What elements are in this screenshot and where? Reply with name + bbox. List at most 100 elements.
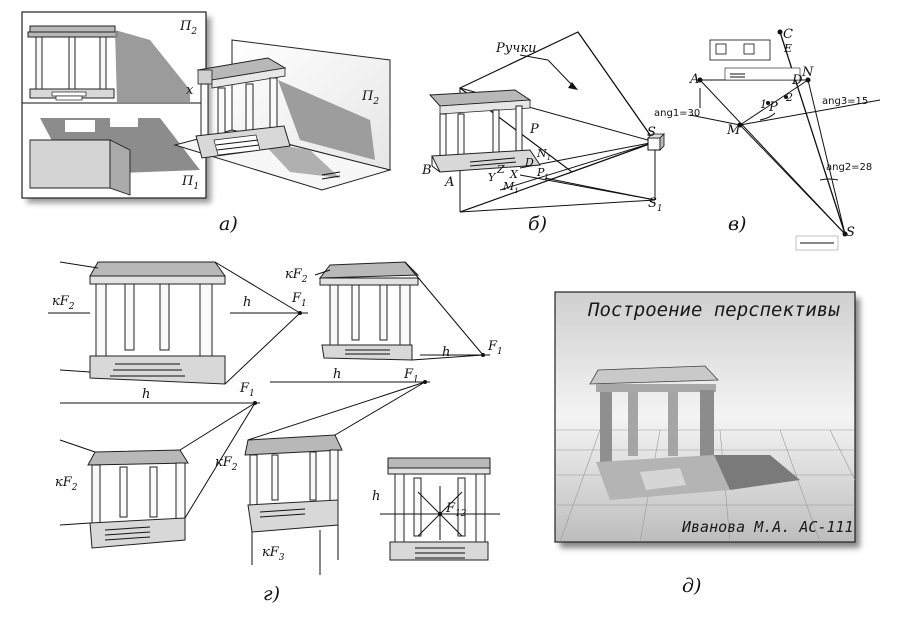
g-f12-label: F [445,501,456,516]
svg-text:кF2: кF2 [52,294,75,312]
g-kf2-a-label: кF [52,294,70,309]
g-h-d-label: h [333,367,341,382]
g-kf2-c-label: кF [55,475,73,490]
g-f1-a-sub: 1 [301,299,307,309]
panel-b-a-label: A [444,175,454,190]
panel-b: Ручки P S S1 B A D N1 P1 M1 Z Y X б) [421,31,665,235]
caption-b: б) [528,213,547,235]
panel-a-x-label: x [186,83,194,98]
panel-b-p1-sub: 1 [544,173,548,181]
panel-d-title: Построение перспективы [587,299,840,321]
panel-a-p2-left-label: П [179,19,192,34]
caption-d: д) [682,575,701,597]
panel-b-s-label: S [647,125,656,140]
g-h-e-label: h [372,489,380,504]
svg-text:F1: F1 [403,367,419,385]
panel-b-m1-label: M [502,180,515,193]
panel-d-portico [589,365,800,500]
panel-g: кF2 h F1 кF2 h F1 h F1 h F1 кF2 кF2 кF3 … [48,261,503,605]
g-kf2-b-sub: 2 [301,275,308,285]
svg-text:N1: N1 [536,147,551,162]
panel-v-c-label: C [783,27,793,42]
g-h-c-label: h [142,387,150,402]
panel-b-s1-label: S [648,196,657,211]
panel-v-a-label: A [689,72,699,87]
caption-v: в) [728,213,746,235]
g-h-a-label: h [243,295,251,310]
g-portico-5 [380,457,500,561]
panel-v-d-label: D [791,73,803,88]
panel-b-handles-label: Ручки [495,41,537,56]
panel-b-z-label: Z [496,163,505,176]
panel-v-ang2-label: ang2=28 [826,162,872,173]
panel-b-p-label: P [529,122,539,137]
svg-text:П2: П2 [179,19,197,37]
g-kf2-c-sub: 2 [71,483,78,493]
svg-text:F1: F1 [487,339,503,357]
g-portico-2 [314,261,490,361]
caption-g: г) [263,583,280,605]
panel-v-m-label: M [726,123,741,138]
panel-v-n-label: N [801,65,814,80]
g-f1-c-sub: 1 [249,389,255,399]
g-portico-1 [48,261,308,385]
g-kf2-d-label: кF [215,455,233,470]
panel-a-3d-planes: П2 [173,39,392,191]
g-kf3-label: кF [262,545,280,560]
panel-a-p2-left-sub: 2 [190,27,197,37]
svg-text:F1: F1 [291,291,307,309]
svg-text:P1: P1 [536,166,549,181]
panel-v: C E A D N P M S 1 2 ang1=30 ang2=28 ang3… [654,27,881,251]
panel-a-p2-right-label: П [361,89,374,104]
panel-a-front-view [27,25,190,103]
panel-d: Построение перспективы Иванова М.А. АС-1… [554,291,860,597]
g-f1-a-label: F [291,291,302,306]
panel-v-two-label: 2 [785,91,793,104]
g-f1-b-label: F [487,339,498,354]
caption-a: а) [219,213,238,235]
panel-v-e-label: E [783,42,792,55]
panel-v-ang1-label: ang1=30 [654,108,700,119]
panel-v-ang3-label: ang3=15 [822,96,868,107]
g-kf2-a-sub: 2 [68,302,75,312]
g-kf2-d-sub: 2 [231,463,238,473]
g-f1-b-sub: 1 [497,347,503,357]
svg-text:F12: F12 [445,501,467,519]
svg-text:кF2: кF2 [285,267,308,285]
svg-text:S1: S1 [648,196,663,214]
panel-b-d-label: D [524,156,534,169]
panel-b-x-label: X [509,168,519,181]
panel-v-p-label: P [768,100,778,115]
svg-text:кF2: кF2 [55,475,78,493]
panel-a-plan [29,117,200,196]
g-f1-d-label: F [403,367,414,382]
svg-text:П2: П2 [361,89,379,107]
svg-text:П1: П1 [181,174,199,192]
g-kf3-sub: 3 [279,553,285,563]
g-f1-d-sub: 1 [413,375,419,385]
panel-b-n1-label: N [536,147,547,160]
svg-text:F1: F1 [239,381,255,399]
g-h-b-label: h [442,345,450,360]
svg-text:кF3: кF3 [262,545,285,563]
g-kf2-b-label: кF [285,267,303,282]
panel-a-p1-sub: 1 [193,182,199,192]
g-f1-c-label: F [239,381,250,396]
panel-b-n1-sub: 1 [547,154,551,162]
panel-b-m1-sub: 1 [514,187,518,195]
svg-text:M1: M1 [502,180,519,195]
panel-a: П2 П1 x П2 а) [21,11,392,235]
svg-text:кF2: кF2 [215,455,238,473]
panel-v-s-label: S [846,225,855,240]
panel-b-y-label: Y [488,171,497,184]
panel-b-p1-label: P [536,166,545,179]
g-portico-4 [244,380,427,575]
panel-d-author: Иванова М.А. АС-111 [681,518,854,536]
g-portico-3 [59,401,257,549]
panel-v-one-label: 1 [760,98,767,111]
g-f12-sub: 12 [455,509,467,519]
panel-a-p1-label: П [181,174,194,189]
panel-a-p2-right-sub: 2 [372,97,379,107]
panel-b-s1-sub: 1 [657,204,663,214]
